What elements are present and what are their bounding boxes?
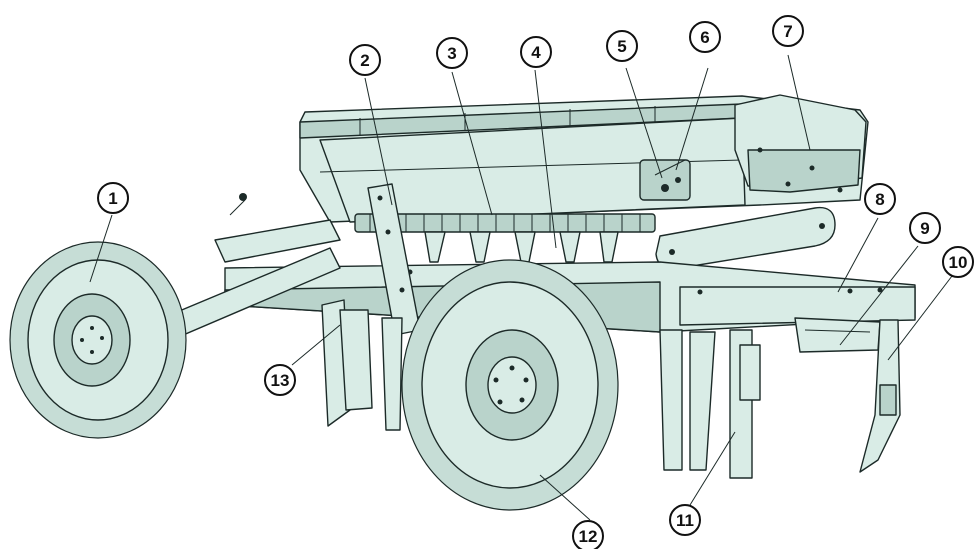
callout-number: 2 <box>360 51 369 70</box>
callout-12: 12 <box>572 520 604 549</box>
seed-hopper <box>299 95 869 223</box>
callout-circle <box>97 182 129 214</box>
tines <box>321 299 901 479</box>
callout-6: 6 <box>689 21 721 53</box>
callout-number: 8 <box>875 190 884 209</box>
callout-circle <box>669 504 701 536</box>
leader-lines <box>89 54 953 521</box>
rate-adjuster <box>639 159 691 201</box>
front-wheel <box>9 241 187 439</box>
callout-circle <box>772 15 804 47</box>
callout-number: 9 <box>920 219 929 238</box>
drive-wheel <box>401 259 619 511</box>
callout-number: 11 <box>676 511 694 530</box>
callout-circle <box>264 364 296 396</box>
callout-number: 12 <box>579 527 598 546</box>
callout-7: 7 <box>772 15 804 47</box>
callout-13: 13 <box>264 364 296 396</box>
callout-circle <box>436 37 468 69</box>
callout-circle <box>349 44 381 76</box>
callout-circle <box>520 36 552 68</box>
callout-number: 3 <box>447 44 456 63</box>
callout-circle <box>689 21 721 53</box>
callout-9: 9 <box>909 212 941 244</box>
callout-number: 4 <box>531 43 541 62</box>
press-wheel-arm <box>794 317 881 353</box>
callout-3: 3 <box>436 37 468 69</box>
callout-11: 11 <box>669 504 701 536</box>
callout-circle <box>864 183 896 215</box>
callout-circle <box>572 520 604 549</box>
callout-circle <box>942 246 974 278</box>
callout-circle <box>909 212 941 244</box>
callout-2: 2 <box>349 44 381 76</box>
callout-number: 7 <box>783 22 792 41</box>
callout-number: 5 <box>617 37 626 56</box>
callout-10: 10 <box>942 246 974 278</box>
callout-number: 13 <box>271 371 290 390</box>
fertilizer-box <box>734 94 867 193</box>
callout-number: 1 <box>108 189 117 208</box>
callout-4: 4 <box>520 36 552 68</box>
callout-8: 8 <box>864 183 896 215</box>
callout-number: 6 <box>700 28 709 47</box>
callout-5: 5 <box>606 30 638 62</box>
callout-1: 1 <box>97 182 129 214</box>
callout-number: 10 <box>949 253 968 272</box>
drive-chain-housing <box>655 206 836 270</box>
callout-circle <box>606 30 638 62</box>
